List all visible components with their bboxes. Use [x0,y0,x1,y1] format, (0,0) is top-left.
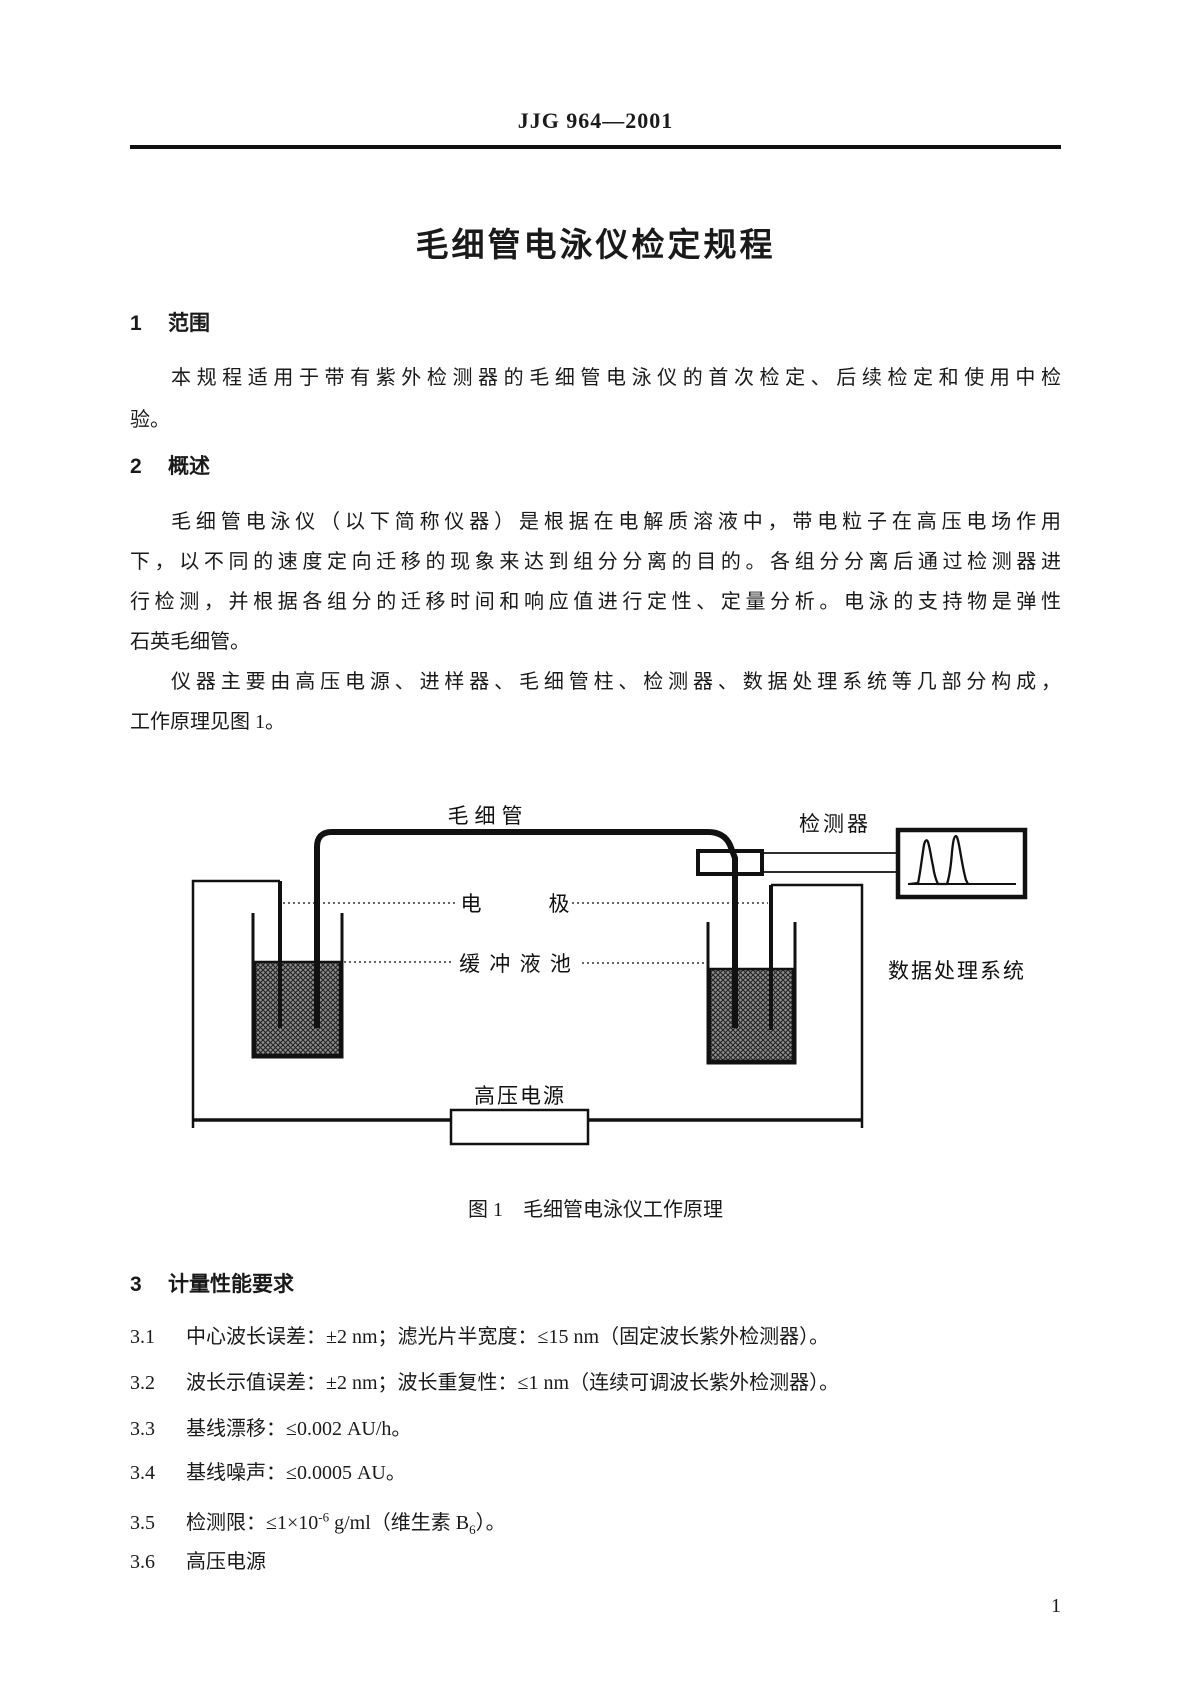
figure-1-caption: 图 1 毛细管电泳仪工作原理 [468,1199,723,1221]
section-3-title: 计量性能要求 [168,1273,294,1296]
overview-p1-line-4: 石英毛细管。 [130,631,250,653]
section-3-number: 3 [130,1273,142,1296]
subscript-index: 6 [469,1521,476,1537]
right-buffer-liquid [708,967,795,1063]
item-number: 3.6 [130,1551,155,1573]
hv-power-supply-box [449,1108,590,1146]
left-circuit-wire [191,879,280,1128]
data-system-label: 数据处理系统 [888,959,1026,983]
electropherogram-peaks [909,834,970,886]
detector-label: 检测器 [799,812,871,836]
buffer-pool-label: 缓 冲 液 池 [459,952,573,976]
capillary-label: 毛细管 [448,804,529,828]
left-buffer-liquid [253,960,342,1057]
item-text: 检测限：≤1×10-6 g/ml（维生素 B6）。 [186,1509,506,1537]
left-beaker [251,913,344,1059]
figure-1-diagram: 毛细管 检测器 电 极 缓 冲 液 池 数据处理系统 高压电源 [191,804,1028,1146]
detector-cell [696,849,764,876]
overview-p1-line-3: 行检测，并根据各组分的迁移时间和响应值进行定性、定量分析。电泳的支持物是弹性 [130,591,1061,613]
overview-p1-line-2: 下，以不同的速度定向迁移的现象来达到组分分离的目的。各组分分离后通过检测器进 [130,551,1061,573]
hv-supply-label: 高压电源 [474,1084,566,1108]
electrode-label-char-1: 电 [461,892,482,916]
section-2-heading: 2 概述 [130,450,1061,480]
item-text-part: g/ml（维生素 B [329,1511,470,1534]
requirement-item-3-5: 3.5 检测限：≤1×10-6 g/ml（维生素 B6）。 [130,1502,1061,1545]
item-number: 3.4 [130,1462,155,1484]
capillary-line [314,829,738,1028]
scope-line-1: 本规程适用于带有紫外检测器的毛细管电泳仪的首次检定、后续检定和使用中检 [171,367,1061,389]
section-2-title: 概述 [168,455,210,478]
right-beaker [706,922,797,1065]
section-3-heading: 3 计量性能要求 [130,1268,1061,1298]
requirement-item-3-4: 3.4 基线噪声：≤0.0005 AU。 [130,1458,1061,1488]
overview-paragraph-1: 毛细管电泳仪（以下简称仪器）是根据在电解质溶液中，带电粒子在高压电场作用 下，以… [130,502,1061,662]
page-title: 毛细管电泳仪检定规程 [415,226,776,263]
item-text: 基线噪声：≤0.0005 AU。 [186,1462,406,1484]
item-text: 高压电源 [186,1551,266,1573]
scope-line-2: 验。 [130,409,170,431]
item-text: 波长示值误差：±2 nm；波长重复性：≤1 nm（连续可调波长紫外检测器）。 [186,1372,840,1394]
electrode-label-char-2: 极 [549,892,570,916]
item-text-part: ）。 [475,1511,506,1534]
scope-paragraph: 本规程适用于带有紫外检测器的毛细管电泳仪的首次检定、后续检定和使用中检 验。 [130,357,1061,441]
requirement-item-3-1: 3.1 中心波长误差：±2 nm；滤光片半宽度：≤15 nm（固定波长紫外检测器）… [130,1322,1061,1352]
right-circuit-wire [771,883,864,1128]
overview-p2-line-1: 仪器主要由高压电源、进样器、毛细管柱、检测器、数据处理系统等几部分构成， [171,671,1061,693]
item-number: 3.1 [130,1326,155,1348]
section-2-number: 2 [130,455,142,478]
doc-code: JJG 964—2001 [517,108,674,133]
section-1-title: 范围 [168,312,210,335]
item-number: 3.2 [130,1372,155,1394]
section-1-number: 1 [130,312,142,335]
requirement-item-3-3: 3.3 基线漂移：≤0.002 AU/h。 [130,1414,1061,1444]
superscript-exponent: -6 [318,1509,330,1524]
item-text-part: 检测限：≤1×10 [186,1511,319,1534]
item-text: 基线漂移：≤0.002 AU/h。 [186,1418,412,1440]
requirement-item-3-2: 3.2 波长示值误差：±2 nm；波长重复性：≤1 nm（连续可调波长紫外检测器）… [130,1368,1061,1398]
overview-p2-line-2: 工作原理见图 1。 [130,711,285,733]
requirement-item-3-6: 3.6 高压电源 [130,1547,1061,1577]
item-number: 3.3 [130,1418,155,1440]
page-number: 1 [1051,1595,1061,1617]
item-number: 3.5 [130,1511,155,1534]
section-1-heading: 1 范围 [130,307,1061,337]
overview-paragraph-2: 仪器主要由高压电源、进样器、毛细管柱、检测器、数据处理系统等几部分构成， 工作原… [130,662,1061,742]
overview-p1-line-1: 毛细管电泳仪（以下简称仪器）是根据在电解质溶液中，带电粒子在高压电场作用 [171,511,1061,533]
item-text: 中心波长误差：±2 nm；滤光片半宽度：≤15 nm（固定波长紫外检测器）。 [186,1326,830,1348]
header-rule [130,145,1061,149]
